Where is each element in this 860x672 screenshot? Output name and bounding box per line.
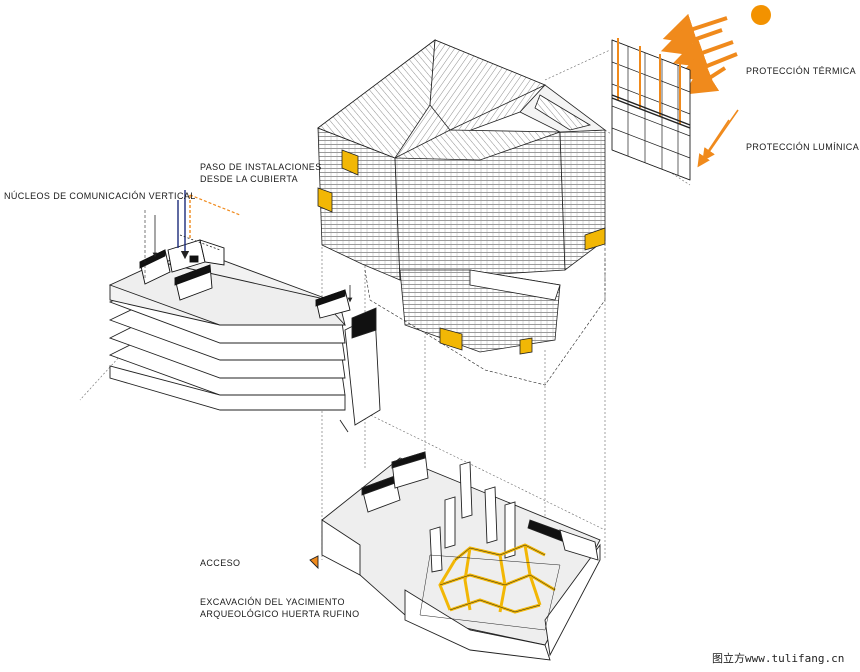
- thermal-protection-label: PROTECCIÓN TÉRMICA: [746, 66, 857, 76]
- vertical-cores-label: NÚCLEOS DE COMUNICACIÓN VERTICAL: [4, 191, 196, 201]
- excavation-label-line2: ARQUEOLÓGICO HUERTA RUFINO: [200, 609, 360, 619]
- light-arrows: [697, 109, 739, 168]
- excavation-label-line1: EXCAVACIÓN DEL YACIMIENTO: [200, 597, 345, 607]
- building-envelope: [317, 39, 607, 386]
- access-marker-icon: [309, 555, 319, 570]
- excavation-outline: [419, 544, 561, 631]
- installations-label-line1: PASO DE INSTALACIONES: [200, 162, 322, 172]
- watermark: 图立方www.tulifang.cn: [712, 652, 845, 665]
- installations-label-line2: DESDE LA CUBIERTA: [200, 174, 298, 184]
- access-label: ACCESO: [200, 558, 241, 568]
- ground-floor: [309, 451, 601, 661]
- thermal-arrows: [660, 13, 738, 95]
- light-protection-label: PROTECCIÓN LUMÍNICA: [746, 142, 860, 152]
- installation-arrows: [144, 190, 353, 303]
- vertical-cores: [139, 239, 351, 319]
- facade-louver-panel: [611, 38, 691, 181]
- sun-icon: [751, 5, 771, 25]
